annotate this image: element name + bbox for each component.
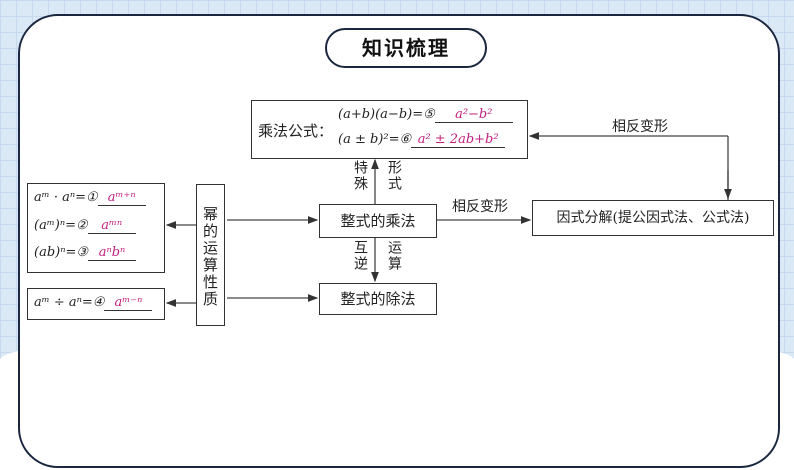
factorization-box: 因式分解(提公因式法、公式法)	[532, 200, 774, 236]
division-box: 整式的除法	[319, 283, 437, 315]
answer-5: a²−b²	[434, 107, 513, 123]
rule-3: (ab)ⁿ=③	[34, 245, 89, 260]
label-reverse-transform: 相反变形	[452, 199, 508, 215]
multiplication-box: 整式的乘法	[319, 204, 437, 238]
answer-6: a² ± 2ab+b²	[411, 132, 506, 148]
rule-4: aᵐ ÷ aⁿ=④	[34, 295, 105, 310]
formula-5: (a+b)(a−b)=⑤	[338, 107, 435, 122]
connector-lines	[165, 132, 732, 307]
label-special: 特殊	[352, 160, 368, 192]
power-properties-box: 幂的运算性质	[196, 184, 225, 326]
label-operation: 运算	[386, 240, 402, 272]
answer-3: aⁿbⁿ	[88, 245, 137, 261]
formula-label: 乘法公式：	[258, 122, 334, 140]
rule-2: (aᵐ)ⁿ=②	[34, 218, 88, 233]
answer-4: aᵐ⁻ⁿ	[104, 295, 153, 311]
answer-2: aᵐⁿ	[87, 218, 136, 234]
page-title: 知识梳理	[325, 28, 487, 68]
rule-1: aᵐ · aⁿ=①	[34, 190, 98, 205]
label-form: 形式	[386, 160, 402, 192]
formula-6: (a ± b)²=⑥	[338, 132, 412, 147]
label-reverse-transform-top: 相反变形	[612, 119, 668, 135]
label-inverse: 互逆	[352, 240, 368, 272]
answer-1: aᵐ⁺ⁿ	[97, 190, 146, 206]
